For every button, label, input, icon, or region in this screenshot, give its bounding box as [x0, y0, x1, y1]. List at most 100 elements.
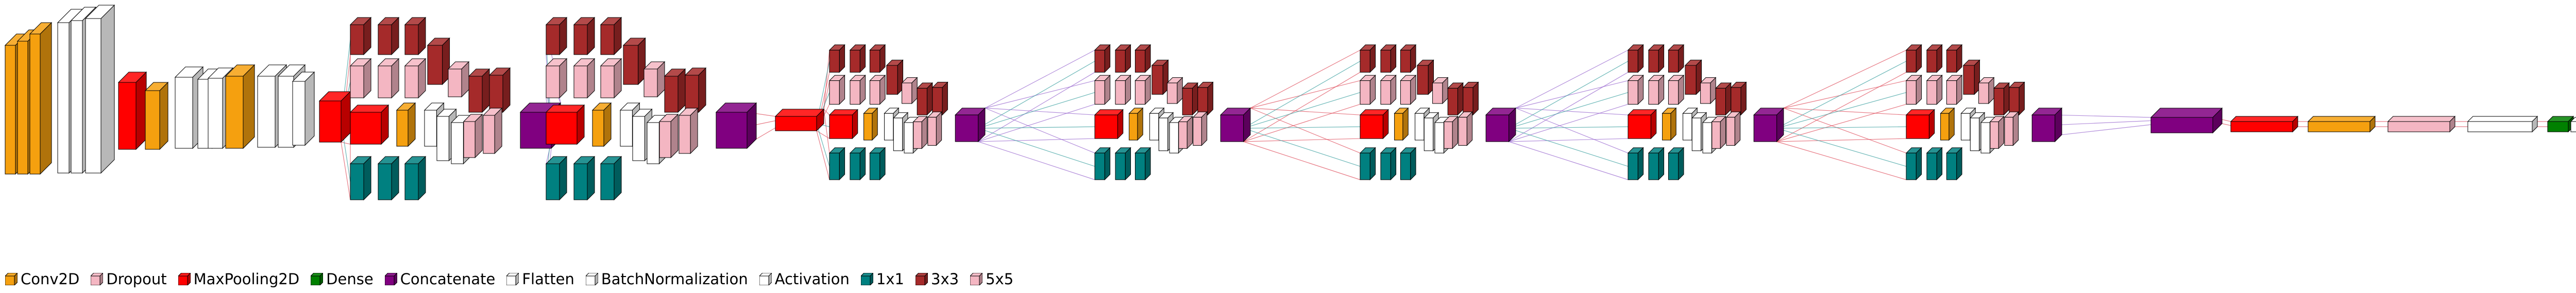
- legend-label: Concatenate: [400, 270, 496, 288]
- inception-7-3x3-1: [1926, 44, 1943, 73]
- connection-line: [1515, 108, 1629, 115]
- inception-1-5x5-deep-b: [463, 113, 483, 159]
- inception-2-1x1-0: [545, 156, 568, 201]
- inception-4-5x5-1: [1114, 75, 1131, 105]
- inception-5-3x3-deep-a: [1416, 59, 1434, 95]
- connection-line: [978, 92, 1095, 129]
- head-concat: [2150, 107, 2223, 134]
- legend-item-3x3: 3x3: [914, 270, 959, 288]
- inception-1-3x3-2: [404, 16, 427, 56]
- inception-6-concat: [1753, 107, 1785, 143]
- inception-2-concat: [715, 102, 757, 149]
- inception-3-3x3-0: [828, 44, 845, 73]
- inception-5-3x3-deep-b: [1447, 82, 1464, 116]
- connection-line: [1243, 72, 1361, 142]
- inception-2-1x1-2: [600, 156, 622, 201]
- inception-7-pool-conv: [1940, 107, 1955, 141]
- inception-6-3x3-deep-a: [1684, 59, 1702, 95]
- connection-line: [1509, 92, 1629, 129]
- inception-3-3x3-deep-c: [931, 81, 948, 116]
- inception-3-3x3-2: [869, 44, 886, 73]
- inception-4-1x1-1: [1114, 147, 1131, 181]
- legend-item-conv2d: Conv2D: [4, 270, 79, 288]
- connection-line: [1243, 104, 1361, 142]
- head-flatten: [2467, 115, 2538, 133]
- inception-5-5x5-1: [1380, 75, 1397, 105]
- connection-line: [1515, 108, 1629, 153]
- inception-5-3x3-1: [1380, 44, 1397, 73]
- connection-line: [1509, 61, 1629, 129]
- inception-1-pool-conv: [396, 102, 416, 147]
- inception-3-pool-conv: [863, 107, 878, 141]
- connection-line: [1776, 126, 1907, 129]
- inception-6-3x3-1: [1648, 44, 1665, 73]
- legend-item-batchnormalization: BatchNormalization: [585, 270, 748, 288]
- inception-7-3x3-2: [1946, 44, 1963, 73]
- legend-item-activation: Activation: [758, 270, 850, 288]
- inception-3-pool: [828, 109, 858, 140]
- connection-line: [1776, 138, 1907, 142]
- inception-3-5x5-2: [869, 75, 886, 105]
- inception-5-3x3-2: [1400, 44, 1417, 73]
- network-architecture-diagram: [4, 4, 2576, 201]
- legend-label: Dropout: [106, 270, 167, 288]
- connection-line: [823, 109, 830, 153]
- connection-line: [1776, 61, 1907, 129]
- inception-2-5x5-1: [573, 58, 596, 99]
- connection-line: [816, 123, 830, 167]
- connection-line: [985, 108, 1095, 153]
- connection-line: [823, 109, 830, 115]
- inception-4-5x5-deep-a: [1166, 77, 1183, 105]
- inception-6-5x5-2: [1668, 75, 1685, 105]
- inception-7-1x1-0: [1905, 147, 1922, 181]
- inception-4-3x3-deep-a: [1151, 59, 1169, 95]
- layer-activation: [84, 4, 115, 174]
- inception-7-5x5-deep-a: [1978, 77, 1995, 105]
- connection-line: [1243, 126, 1361, 129]
- legend-swatch: [177, 272, 191, 286]
- legend-label: Dense: [326, 270, 374, 288]
- connection-line: [1509, 141, 1629, 180]
- inception-7-pool: [1905, 109, 1935, 140]
- inception-7-1x1-1: [1926, 147, 1943, 181]
- inception-6-pool-conv: [1662, 107, 1677, 141]
- legend-item-dropout: Dropout: [90, 270, 167, 288]
- inception-1-pool: [349, 104, 389, 145]
- inception-7-5x5-0: [1905, 75, 1922, 105]
- inception-5-5x5-deep-c: [1458, 111, 1473, 146]
- head-maxpool: [2230, 115, 2299, 133]
- head-conv: [2307, 115, 2376, 133]
- inception-4-3x3-deep-c: [1197, 81, 1214, 116]
- inception-1-5x5-deep-c: [482, 107, 503, 154]
- legend-swatch: [969, 272, 984, 286]
- legend-label: MaxPooling2D: [193, 270, 300, 288]
- layer-conv2d: [29, 22, 53, 175]
- inception-4-pool: [1094, 109, 1124, 140]
- connection-line: [985, 49, 1095, 109]
- inception-1-5x5-1: [377, 58, 400, 99]
- inception-7-concat: [2031, 107, 2063, 143]
- inception-3-5x5-1: [849, 75, 866, 105]
- legend-item-1x1: 1x1: [860, 270, 904, 288]
- inception-5-5x5-0: [1359, 75, 1376, 105]
- legend-label: 3x3: [931, 270, 959, 288]
- inception-7-1x1-2: [1946, 147, 1963, 181]
- legend-label: BatchNormalization: [601, 270, 748, 288]
- inception-7-3x3-deep-a: [1962, 59, 1980, 95]
- connection-line: [2055, 114, 2151, 118]
- inception-3-5x5-deep-a: [901, 77, 918, 105]
- inception-6-5x5-deep-c: [1725, 111, 1741, 146]
- legend-swatch: [384, 272, 398, 286]
- connection-line: [341, 142, 351, 145]
- inception-6-5x5-0: [1627, 75, 1644, 105]
- inception-7-3x3-deep-b: [1993, 82, 2010, 116]
- legend-item-dense: Dense: [310, 270, 374, 288]
- inception-2-1x1-1: [573, 156, 596, 201]
- connection-line: [1243, 61, 1361, 129]
- connection-line: [1250, 49, 1361, 109]
- inception-1-1x1-0: [349, 156, 372, 201]
- connection-line: [1783, 108, 1907, 115]
- legend-swatch: [860, 272, 874, 286]
- connection-line: [1776, 104, 1907, 142]
- connection-line: [978, 126, 1095, 129]
